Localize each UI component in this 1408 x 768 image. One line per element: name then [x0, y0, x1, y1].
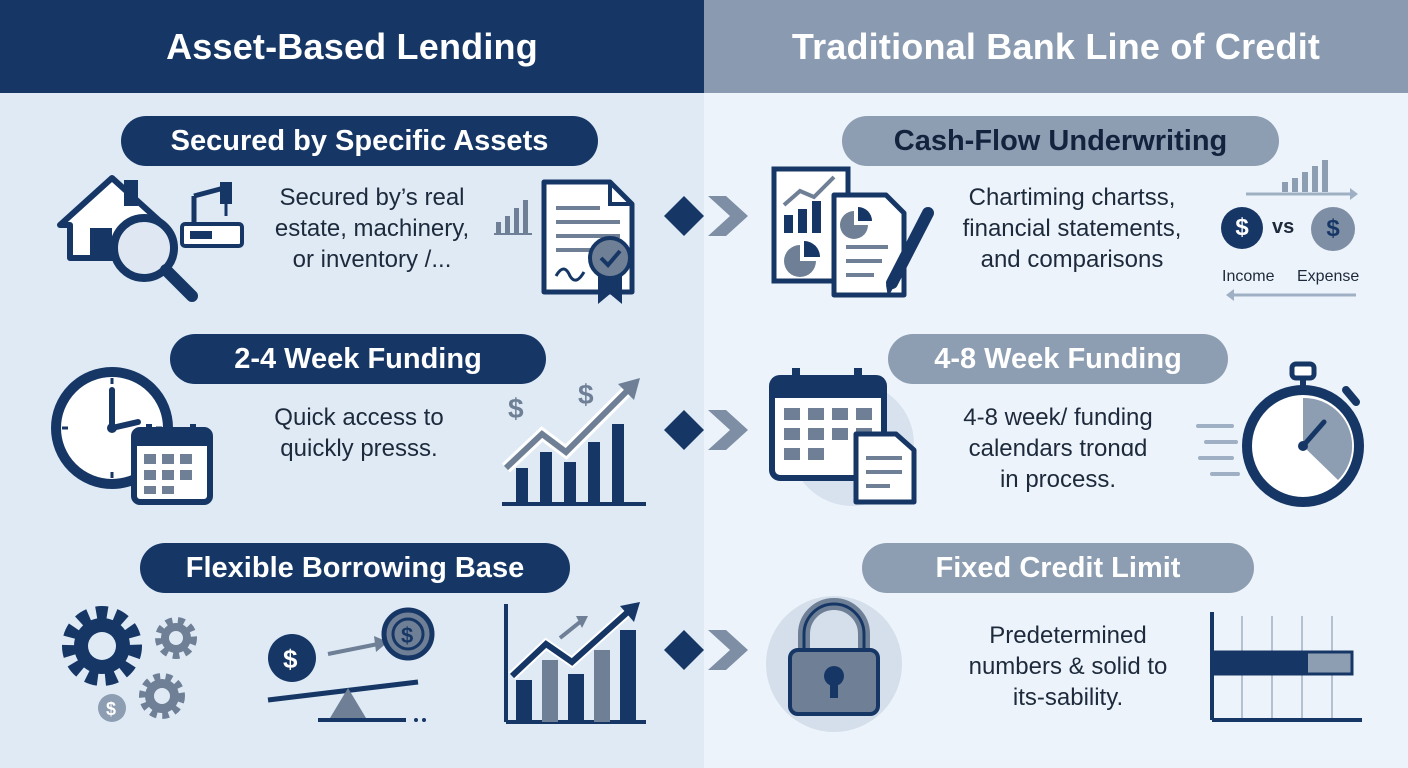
certificate-document-icon — [541, 179, 635, 304]
calendar-document-icon — [769, 368, 917, 506]
right-title: Traditional Bank Line of Credit — [791, 25, 1321, 67]
financial-documents-icon — [771, 166, 934, 298]
description-secured-assets: Secured by’s real estate, machinery, or … — [274, 184, 470, 273]
seesaw-balance-icon: $ $ — [267, 607, 435, 722]
gears-icon: $ — [62, 606, 197, 722]
svg-text:$: $ — [508, 393, 524, 424]
left-title: Asset-Based Lending — [166, 25, 538, 67]
heading-fixed-credit-limit: Fixed Credit Limit — [862, 543, 1254, 593]
comparison-arrow-icon — [664, 630, 748, 670]
description-4-8-week-funding: 4-8 week/ funding calendars tronɑd in pr… — [963, 404, 1153, 493]
svg-text:$: $ — [106, 699, 116, 719]
clock-calendar-icon — [51, 367, 213, 505]
left-header: Asset-Based Lending — [0, 0, 704, 93]
income-dollar-icon: $ — [1221, 207, 1263, 249]
house-magnifier-icon — [57, 175, 198, 302]
comparison-arrow-icon — [664, 410, 748, 450]
borrowing-growth-chart-icon — [504, 602, 646, 724]
stopwatch-icon — [1196, 361, 1364, 507]
growth-chart-icon: $ $ — [501, 378, 646, 506]
trend-back-arrow-icon — [1226, 289, 1356, 301]
heading-cash-flow: Cash-Flow Underwriting — [842, 116, 1279, 166]
padlock-icon — [766, 596, 902, 732]
expense-label: Expense — [1297, 268, 1360, 285]
description-fixed-credit-limit: Predetermined numbers & solid to its-sab… — [968, 622, 1168, 711]
svg-text:$: $ — [283, 644, 298, 674]
comparison-arrow-icon — [664, 196, 748, 236]
svg-text:$: $ — [578, 379, 594, 410]
machinery-icon — [180, 182, 244, 248]
income-label: Income — [1222, 268, 1275, 285]
heading-flexible-borrowing-base: Flexible Borrowing Base — [140, 543, 570, 593]
trend-up-icon — [1246, 160, 1358, 200]
heading-secured-assets: Secured by Specific Assets — [121, 116, 598, 166]
heading-4-8-week-funding: 4-8 Week Funding — [888, 334, 1228, 384]
right-header: Traditional Bank Line of Credit — [704, 0, 1408, 93]
svg-text:$: $ — [401, 623, 413, 648]
heading-2-4-week-funding: 2-4 Week Funding — [170, 334, 546, 384]
vs-label: vs — [1272, 216, 1295, 238]
description-2-4-week-funding: Quick access to quickly presss. — [274, 404, 444, 462]
expense-dollar-icon: $ — [1311, 207, 1355, 251]
small-bar-chart-icon — [494, 200, 532, 235]
description-cash-flow: Chartiming chartss, financial statements… — [962, 184, 1182, 273]
credit-limit-bar-icon — [1210, 612, 1362, 722]
